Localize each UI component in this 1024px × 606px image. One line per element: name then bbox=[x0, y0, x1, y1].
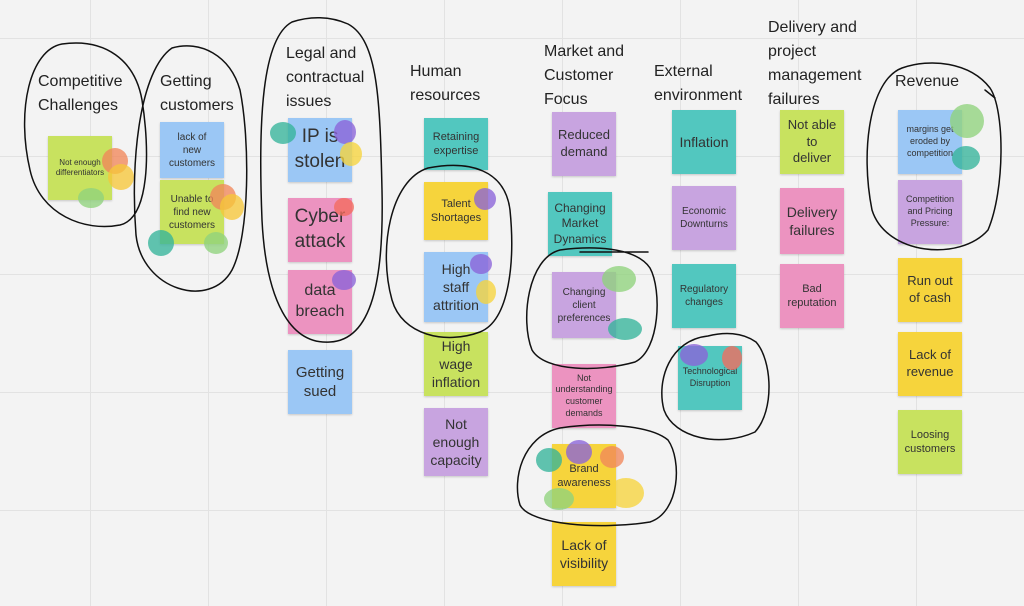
vote-dot[interactable] bbox=[608, 478, 644, 508]
sticky-note-text: Not enough differentiators bbox=[55, 157, 105, 177]
vote-dot[interactable] bbox=[332, 270, 356, 290]
sticky-note-text: Competition and Pricing Pressure: bbox=[905, 194, 955, 228]
sticky-note-text: Changing client preferences bbox=[557, 286, 611, 324]
sticky-note[interactable]: Not enough differentiators bbox=[48, 136, 112, 200]
sticky-note[interactable]: Lack of revenue bbox=[898, 332, 962, 396]
vote-dot[interactable] bbox=[952, 146, 980, 170]
sticky-note-text: lack of new customers bbox=[168, 131, 216, 169]
vote-dot[interactable] bbox=[148, 230, 174, 256]
sticky-note[interactable]: Bad reputation bbox=[780, 264, 844, 328]
vote-dot[interactable] bbox=[536, 448, 562, 472]
vote-dot[interactable] bbox=[340, 142, 362, 166]
column-header[interactable]: Delivery and project management failures bbox=[768, 19, 862, 108]
sticky-note-text: Reduced demand bbox=[557, 127, 611, 159]
vote-dot[interactable] bbox=[220, 194, 244, 220]
sticky-note[interactable]: High wage inflation bbox=[424, 332, 488, 396]
sticky-note[interactable]: Not understanding customer demands bbox=[552, 364, 616, 428]
sticky-note[interactable]: Retaining expertise bbox=[424, 118, 488, 170]
sticky-note[interactable]: Economic Downturns bbox=[672, 186, 736, 250]
sticky-note[interactable]: Getting sued bbox=[288, 350, 352, 414]
vote-dot[interactable] bbox=[544, 488, 574, 510]
sticky-note-text: Technological Disruption bbox=[682, 366, 738, 388]
vote-dot[interactable] bbox=[204, 232, 228, 254]
column-header[interactable]: Competitive Challenges bbox=[38, 73, 123, 114]
vote-dot[interactable] bbox=[476, 280, 496, 304]
sticky-note-text: Bad reputation bbox=[787, 282, 837, 309]
sticky-note-text: Regulatory changes bbox=[679, 284, 729, 308]
sticky-note-text: Run out of cash bbox=[907, 273, 953, 305]
sticky-note[interactable]: Inflation bbox=[672, 110, 736, 174]
vote-dot[interactable] bbox=[608, 318, 642, 340]
column-header[interactable]: Getting customers bbox=[160, 73, 234, 114]
sticky-note[interactable]: Lack of visibility bbox=[552, 522, 616, 586]
vote-dot[interactable] bbox=[470, 254, 492, 274]
vote-dot[interactable] bbox=[602, 266, 636, 292]
sticky-note[interactable]: Loosing customers bbox=[898, 410, 962, 474]
column-header[interactable]: Revenue bbox=[895, 73, 960, 90]
sticky-note-text: Brand awareness bbox=[557, 462, 611, 489]
sticky-note[interactable]: Run out of cash bbox=[898, 258, 962, 322]
vote-dot[interactable] bbox=[680, 344, 708, 366]
vote-dot[interactable] bbox=[566, 440, 592, 464]
vote-dot[interactable] bbox=[722, 346, 742, 370]
sticky-note[interactable]: Regulatory changes bbox=[672, 264, 736, 328]
column-header[interactable]: Market and Customer Focus bbox=[544, 43, 625, 108]
sticky-note-text: High wage inflation bbox=[431, 337, 481, 391]
sticky-note[interactable]: Not able to deliver bbox=[780, 110, 844, 174]
sticky-note-text: Retaining expertise bbox=[432, 130, 480, 157]
sticky-note[interactable]: lack of new customers bbox=[160, 122, 224, 178]
sticky-note-text: Getting sued bbox=[295, 363, 345, 401]
sticky-note-text: Inflation bbox=[679, 133, 729, 150]
sticky-note-text: margins get eroded by competition bbox=[906, 124, 954, 158]
sticky-note-text: Not enough capacity bbox=[430, 415, 482, 469]
sticky-note[interactable]: Reduced demand bbox=[552, 112, 616, 176]
vote-dot[interactable] bbox=[474, 188, 496, 210]
sticky-note-text: Lack of visibility bbox=[559, 536, 609, 571]
sticky-note-text: Not understanding customer demands bbox=[555, 372, 613, 418]
sticky-note[interactable]: Changing Market Dynamics bbox=[548, 192, 612, 256]
sticky-note-text: Changing Market Dynamics bbox=[553, 200, 607, 246]
vote-dot[interactable] bbox=[334, 198, 354, 216]
sticky-note-text: Not able to deliver bbox=[787, 116, 837, 166]
vote-dot[interactable] bbox=[334, 120, 356, 144]
column-header[interactable]: Human resources bbox=[410, 63, 481, 104]
sticky-note[interactable]: Competition and Pricing Pressure: bbox=[898, 180, 962, 244]
sticky-note-text: Loosing customers bbox=[904, 428, 956, 455]
sticky-note[interactable]: Not enough capacity bbox=[424, 408, 488, 476]
sticky-note-text: Lack of revenue bbox=[906, 347, 954, 379]
sticky-note-text: Unable to find new customers bbox=[168, 193, 216, 231]
vote-dot[interactable] bbox=[270, 122, 296, 144]
vote-dot[interactable] bbox=[78, 188, 104, 208]
vote-dot[interactable] bbox=[108, 164, 134, 190]
vote-dot[interactable] bbox=[950, 104, 984, 138]
vote-dot[interactable] bbox=[600, 446, 624, 468]
sticky-note[interactable]: Delivery failures bbox=[780, 188, 844, 254]
sticky-note-text: Delivery failures bbox=[786, 203, 838, 238]
sticky-note-text: Economic Downturns bbox=[680, 206, 728, 230]
column-header[interactable]: Legal and contractual issues bbox=[286, 45, 365, 110]
column-header[interactable]: External environment bbox=[654, 63, 743, 104]
